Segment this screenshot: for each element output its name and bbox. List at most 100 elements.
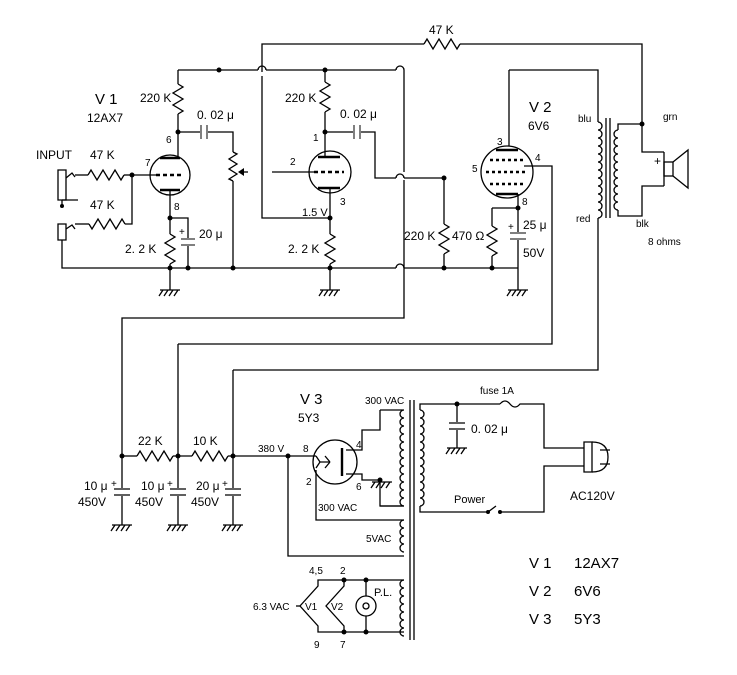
ac-plug-icon — [583, 441, 610, 473]
v2-screen-pin: 4 — [535, 153, 541, 164]
input-resistor-1-label: 47 K — [90, 148, 115, 162]
v3-rectifier: 8 2 4 6 — [287, 410, 404, 557]
filter-cap-2-voltage: 450V — [135, 495, 163, 509]
svg-text:+: + — [508, 222, 514, 233]
speaker-icon — [663, 148, 689, 190]
svg-text:+: + — [179, 227, 185, 238]
legend-v1-type: 12AX7 — [574, 555, 619, 572]
feedback-resistor-label: 47 K — [429, 23, 454, 37]
v1a-plate-pin: 6 — [166, 135, 172, 146]
filter-cap-3-value: 20 μ — [196, 479, 220, 493]
v1a-cathode-cap-label: 20 μ — [199, 227, 223, 241]
pilot-lamp-icon — [355, 595, 377, 617]
v1a-grid-pin: 7 — [145, 158, 151, 169]
heater-voltage-label: 6.3 VAC — [253, 602, 290, 613]
speaker-impedance-label: 8 ohms — [648, 237, 681, 248]
v2-stage: 3 4 5 8 220 K 470 Ω + 25 μ 50V — [178, 69, 599, 345]
legend-v3-type: 5Y3 — [574, 611, 601, 628]
mains-input: 0. 02 μ fuse 1A Power AC120V — [445, 386, 615, 514]
power-switch-label[interactable]: Power — [454, 494, 486, 506]
v1a-plate-resistor-label: 220 K — [140, 91, 171, 105]
v1a-cathode-resistor-label: 2. 2 K — [125, 242, 156, 256]
svg-text:+: + — [111, 479, 117, 490]
v1b-grid-pin: 2 — [290, 157, 296, 168]
v2-tube-envelope — [480, 145, 534, 199]
v3-anode-pin-a: 4 — [356, 440, 362, 451]
v2-type: 6V6 — [528, 119, 550, 133]
b-plus-supply: 22 K 10 K 380 V + + + 10 μ 450V 10 μ 450… — [78, 180, 405, 532]
supply-resistor-2-label: 10 K — [193, 434, 218, 448]
coupling-cap-1-label: 0. 02 μ — [197, 108, 234, 122]
heater-network: V1 V2 P.L. 6.3 VAC 4,5 2 9 7 — [253, 566, 404, 651]
heater-v1-label: V1 — [305, 602, 318, 613]
heater-v1-top-pin: 4,5 — [309, 566, 323, 577]
v3-filament-pin-b: 2 — [306, 477, 312, 488]
ot-blk-label: blk — [636, 219, 650, 230]
ac-input-label: AC120V — [570, 489, 615, 503]
v1b-cathode-resistor-label: 2. 2 K — [288, 242, 319, 256]
heater-v2-bottom-pin: 7 — [340, 640, 346, 651]
ground-icon — [166, 524, 188, 532]
ground-icon — [110, 524, 132, 532]
input-section: INPUT 47 K 47 K — [36, 148, 233, 269]
output-transformer: blu red grn blk 8 ohms + — [233, 112, 689, 371]
ground-icon — [445, 447, 467, 455]
v3-tube-envelope — [312, 439, 358, 485]
heater-v2-top-pin: 2 — [340, 566, 346, 577]
svg-text:+: + — [222, 479, 228, 490]
filter-cap-3-voltage: 450V — [191, 495, 219, 509]
ground-icon — [370, 480, 392, 489]
v1b-plate-resistor-label: 220 K — [285, 91, 316, 105]
input-jack-icon[interactable] — [57, 169, 76, 201]
v3-name: V 3 — [300, 391, 323, 408]
v2-cathode-pin: 8 — [522, 197, 528, 208]
v1b-cathode-pin: 3 — [340, 197, 346, 208]
heater-v2-label: V2 — [331, 602, 344, 613]
tube-legend: V 1 12AX7 V 2 6V6 V 3 5Y3 — [529, 555, 619, 628]
b-plus-voltage: 380 V — [258, 444, 284, 455]
ot-blu-label: blu — [578, 114, 591, 125]
v2-cathode-cap-value: 25 μ — [523, 218, 547, 232]
v1b-stage: 220 K 1 2 3 0. 02 μ 1.5 V 2. 2 K — [261, 70, 444, 290]
v2-cathode-cap-voltage: 50V — [523, 246, 544, 260]
heater-v1-bottom-pin: 9 — [314, 640, 320, 651]
v2-name: V 2 — [529, 99, 552, 116]
ground-icon — [221, 524, 243, 532]
input-label: INPUT — [36, 148, 73, 162]
v1b-plate-pin: 1 — [313, 133, 319, 144]
filter-cap-1-voltage: 450V — [78, 495, 106, 509]
feedback-loop: 47 K — [261, 23, 643, 124]
ground-icon — [158, 268, 180, 297]
v2-grid-pin: 5 — [472, 164, 478, 175]
legend-v2-tube: V 2 — [529, 583, 552, 600]
v1a-cathode-pin: 8 — [174, 202, 180, 213]
input-resistor-2-label: 47 K — [90, 198, 115, 212]
filter-cap-1-value: 10 μ — [84, 479, 108, 493]
fuse-label: fuse 1A — [480, 386, 514, 397]
v1-type: 12AX7 — [87, 111, 123, 125]
line-cap-label: 0. 02 μ — [471, 422, 508, 436]
pilot-lamp-label: P.L. — [374, 587, 392, 599]
v1-name: V 1 — [95, 91, 118, 108]
filter-cap-2-value: 10 μ — [141, 479, 165, 493]
v3-anode-pin-b: 6 — [356, 482, 362, 493]
speaker-polarity: + — [654, 154, 661, 168]
hv-winding-bottom-label: 300 VAC — [318, 503, 357, 514]
hv-winding-top-label: 300 VAC — [365, 396, 404, 407]
ot-grn-label: grn — [663, 112, 677, 123]
input-jack-icon[interactable] — [57, 223, 76, 241]
legend-v3-tube: V 3 — [529, 611, 552, 628]
ot-red-label: red — [576, 214, 590, 225]
v2-grid-resistor-label: 220 K — [404, 229, 435, 243]
supply-resistor-1-label: 22 K — [138, 434, 163, 448]
legend-v2-type: 6V6 — [574, 583, 601, 600]
v1a-stage: 220 K 6 7 8 0. 02 μ + 2. 2 K 20 μ — [125, 70, 248, 268]
svg-text:+: + — [167, 479, 173, 490]
ground-icon — [318, 289, 340, 297]
plate-supply-bus — [178, 65, 405, 172]
v3-filament-pin-a: 8 — [303, 444, 309, 455]
v2-cathode-resistor-label: 470 Ω — [452, 229, 484, 243]
ground-icon — [506, 268, 528, 297]
power-transformer: 300 VAC 300 VAC 5VAC — [318, 396, 500, 640]
